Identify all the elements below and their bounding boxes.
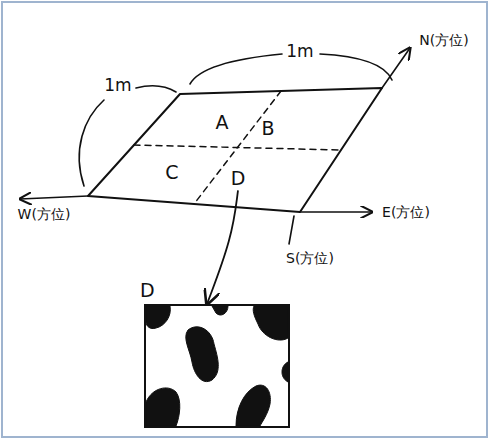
dimension-bracket — [136, 86, 176, 92]
direction-label: W(方位) — [18, 206, 71, 222]
direction-label: N(方位) — [419, 32, 468, 48]
quadrat-cell: B — [257, 116, 278, 141]
dimension-bracket — [190, 54, 282, 84]
cell-letter: B — [257, 116, 278, 141]
north-arrow — [382, 48, 410, 88]
sample-heading: D — [140, 280, 155, 301]
quadrat-cell: D — [227, 166, 250, 191]
dimension-bracket — [320, 54, 392, 80]
quadrat-cell: C — [161, 160, 182, 185]
cell-letter: D — [227, 166, 250, 191]
cell-letter: C — [161, 160, 182, 185]
quadrat-cell: A — [212, 110, 233, 135]
direction-label: S(方位) — [286, 250, 334, 266]
direction-label: E(方位) — [382, 204, 430, 220]
dimension-label: 1m — [286, 42, 313, 62]
connector-arrow — [207, 190, 238, 304]
dimension-label: 1m — [104, 76, 131, 96]
cover-pattern — [146, 306, 288, 426]
west-arrow — [20, 196, 88, 199]
divider-line — [134, 145, 341, 150]
dimension-bracket — [79, 100, 104, 186]
south-line — [289, 216, 294, 244]
east-arrow — [300, 211, 372, 213]
sample-box: D — [144, 304, 290, 428]
cell-letter: A — [212, 110, 233, 135]
quadrat-outline — [88, 88, 382, 212]
